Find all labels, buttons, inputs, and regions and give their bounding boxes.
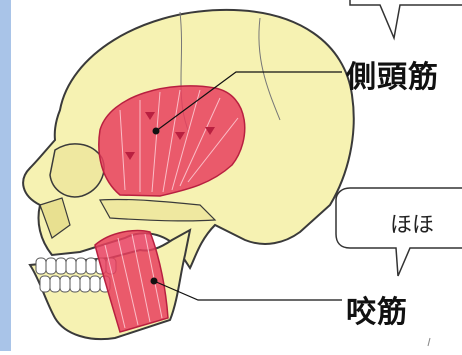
- left-color-strip: [0, 0, 11, 351]
- masseter-leader-line: [154, 281, 342, 300]
- cheek-callout-text: ほほ: [390, 207, 434, 239]
- lower-teeth: [40, 276, 110, 292]
- speech-bubble-top: [350, 0, 462, 38]
- masseter-label: 咬筋: [346, 287, 408, 331]
- temporalis-label: 側頭筋: [346, 52, 439, 96]
- decorative-mark: [428, 338, 430, 346]
